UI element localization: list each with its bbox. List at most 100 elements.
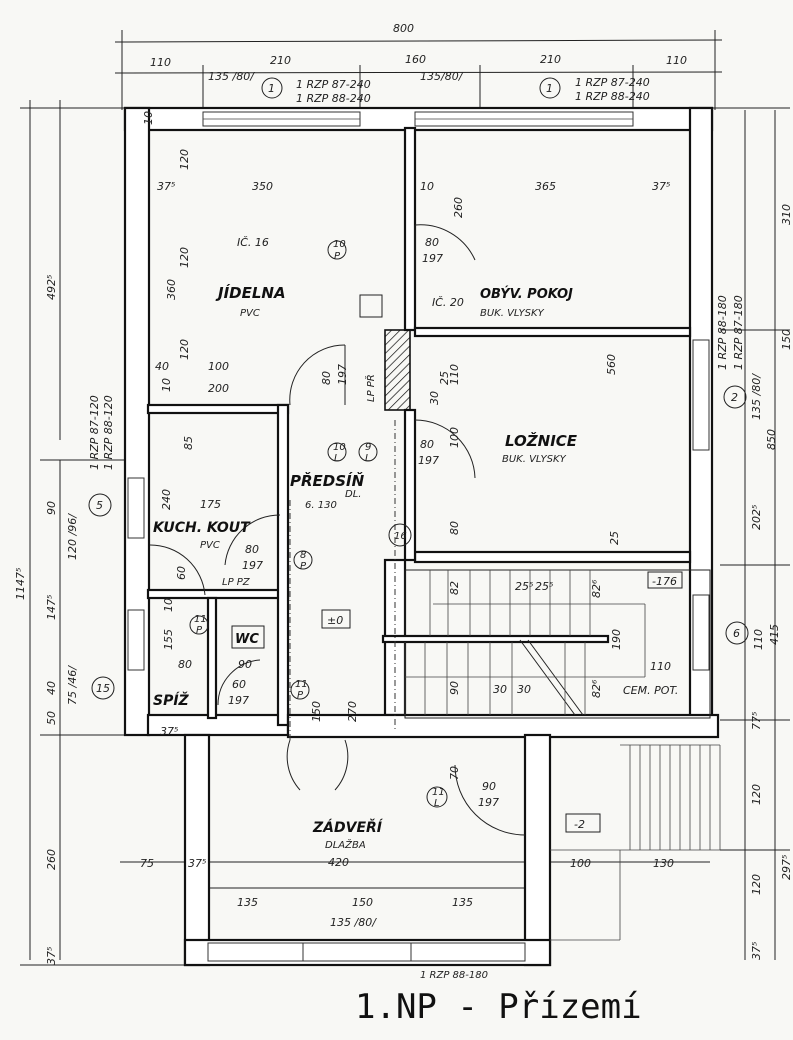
- inner-dim: 25: [608, 531, 621, 545]
- room-cem-pot: CEM. POT.: [623, 684, 678, 697]
- inner-dim: 135: [237, 896, 258, 909]
- inner-dim: 30: [493, 683, 507, 696]
- door-side: P: [300, 561, 307, 572]
- room-kuch-kout-floor: PVC: [200, 540, 220, 551]
- dim-left: 147⁵: [45, 595, 58, 620]
- dim-top-2: 210: [270, 54, 291, 67]
- room-spiz: SPÍŽ: [153, 692, 190, 709]
- door-width: 60: [232, 678, 246, 691]
- door-width: 90: [482, 780, 496, 793]
- door-height: 197: [242, 559, 263, 572]
- inner-dim: 200: [208, 382, 229, 395]
- door-num: 11: [432, 787, 445, 798]
- room-zadveri-floor: DLAŽBA: [325, 838, 366, 851]
- chimney: [359, 294, 411, 411]
- tag-line: 1 RZP 87-180: [732, 295, 745, 370]
- room-predsin-floor: DL.: [345, 489, 361, 500]
- dim-right: 297⁵: [780, 855, 793, 880]
- door-num: 10: [333, 239, 346, 250]
- tag-num: 1: [268, 82, 275, 95]
- inner-dim: 85: [182, 436, 195, 450]
- room-kuch-kout: KUCH. KOUT: [153, 520, 251, 536]
- tag-num: 2: [731, 391, 738, 404]
- inner-dim: 82: [448, 581, 461, 595]
- inner-dim: 80: [178, 658, 192, 671]
- door-height: 197: [422, 252, 443, 265]
- dim-right: 310: [780, 204, 793, 225]
- room-wc: WC: [235, 632, 259, 647]
- door-side: L: [334, 453, 340, 464]
- dim-left: 40: [45, 681, 58, 695]
- room-jidelna: JÍDELNA: [215, 283, 286, 302]
- inner-dim: 75: [140, 857, 154, 870]
- level-box-entry: [565, 813, 601, 833]
- inner-dim: 560: [605, 354, 618, 375]
- inner-dim: 120: [178, 149, 191, 170]
- inner-dim: 175: [200, 498, 221, 511]
- inner-dim: 30: [517, 683, 531, 696]
- door-num: 9: [365, 442, 371, 453]
- tag-num: 5: [96, 499, 103, 512]
- door-width: 80: [420, 438, 434, 451]
- inner-dim: 10: [420, 180, 434, 193]
- level-zero: ±0: [327, 614, 343, 627]
- room-loznice: LOŽNICE: [505, 431, 578, 450]
- tag-line: 1 RZP 87-240: [296, 78, 371, 91]
- tag-circles: [88, 77, 749, 808]
- level-box-stair: [647, 571, 683, 589]
- windows: [127, 111, 710, 962]
- inner-dim: 120: [178, 247, 191, 268]
- inner-dim: 135: [452, 896, 473, 909]
- inner-dim: 190: [610, 629, 623, 650]
- tag-size: 75 /46/: [66, 665, 79, 705]
- inner-dim: 37⁵: [160, 725, 178, 738]
- dim-left-total: 1147⁵: [14, 568, 27, 600]
- dim-left: 50: [45, 711, 58, 725]
- inner-dim: 260: [452, 197, 465, 218]
- dim-right: 850: [765, 429, 778, 450]
- tag-line: 1 RZP 88-240: [575, 90, 650, 103]
- inner-dim: 360: [165, 279, 178, 300]
- tag-size: 110: [752, 629, 765, 650]
- dimension-lines: [20, 30, 790, 966]
- tag-line: 1 RZP 88-120: [102, 395, 115, 470]
- inner-dim: 135 /80/: [330, 916, 377, 929]
- dim-right: 415: [768, 624, 781, 645]
- note: LP PŘ: [364, 374, 377, 402]
- inner-dim: 70: [448, 766, 461, 780]
- door-side: P: [196, 625, 203, 636]
- inner-dim: 100: [208, 360, 229, 373]
- inner-dim: 25⁵: [535, 580, 553, 593]
- inner-dim: 350: [252, 180, 273, 193]
- dim-left: 37⁵: [45, 947, 58, 965]
- door-num: 11: [295, 679, 308, 690]
- entry-steps: [550, 744, 721, 941]
- dim-right: 120: [750, 784, 763, 805]
- tag-line: 1 RZP 87-240: [575, 76, 650, 89]
- dim-right: 150: [780, 329, 793, 350]
- inner-dim: 270: [346, 701, 359, 722]
- inner-dim: 120: [178, 339, 191, 360]
- inner-dim: 37⁵: [188, 857, 206, 870]
- note: IČ. 16: [237, 236, 269, 249]
- window-size-right: 135/80/: [420, 70, 464, 83]
- inner-dim: 60: [175, 566, 188, 580]
- dim-left-upper: 492⁵: [45, 275, 58, 300]
- dim-right: 77⁵: [750, 712, 763, 730]
- dim-left: 260: [45, 849, 58, 870]
- inner-dim: 110: [650, 660, 671, 673]
- door-height: 197: [228, 694, 249, 707]
- tag-num: 1: [546, 82, 553, 95]
- inner-dim: 80: [448, 521, 461, 535]
- door-width: 80: [245, 543, 259, 556]
- door-side: L: [365, 453, 371, 464]
- room-obyvak-floor: BUK. VLYSKY: [480, 308, 545, 319]
- level-entry: -2: [574, 818, 585, 831]
- room-zadveri-width: 420: [328, 856, 349, 869]
- dim-top-4: 210: [540, 53, 561, 66]
- dim-right: 37⁵: [750, 942, 763, 960]
- dim-top-1: 110: [150, 56, 171, 69]
- tag-line: 1 RZP 88-180: [716, 295, 729, 370]
